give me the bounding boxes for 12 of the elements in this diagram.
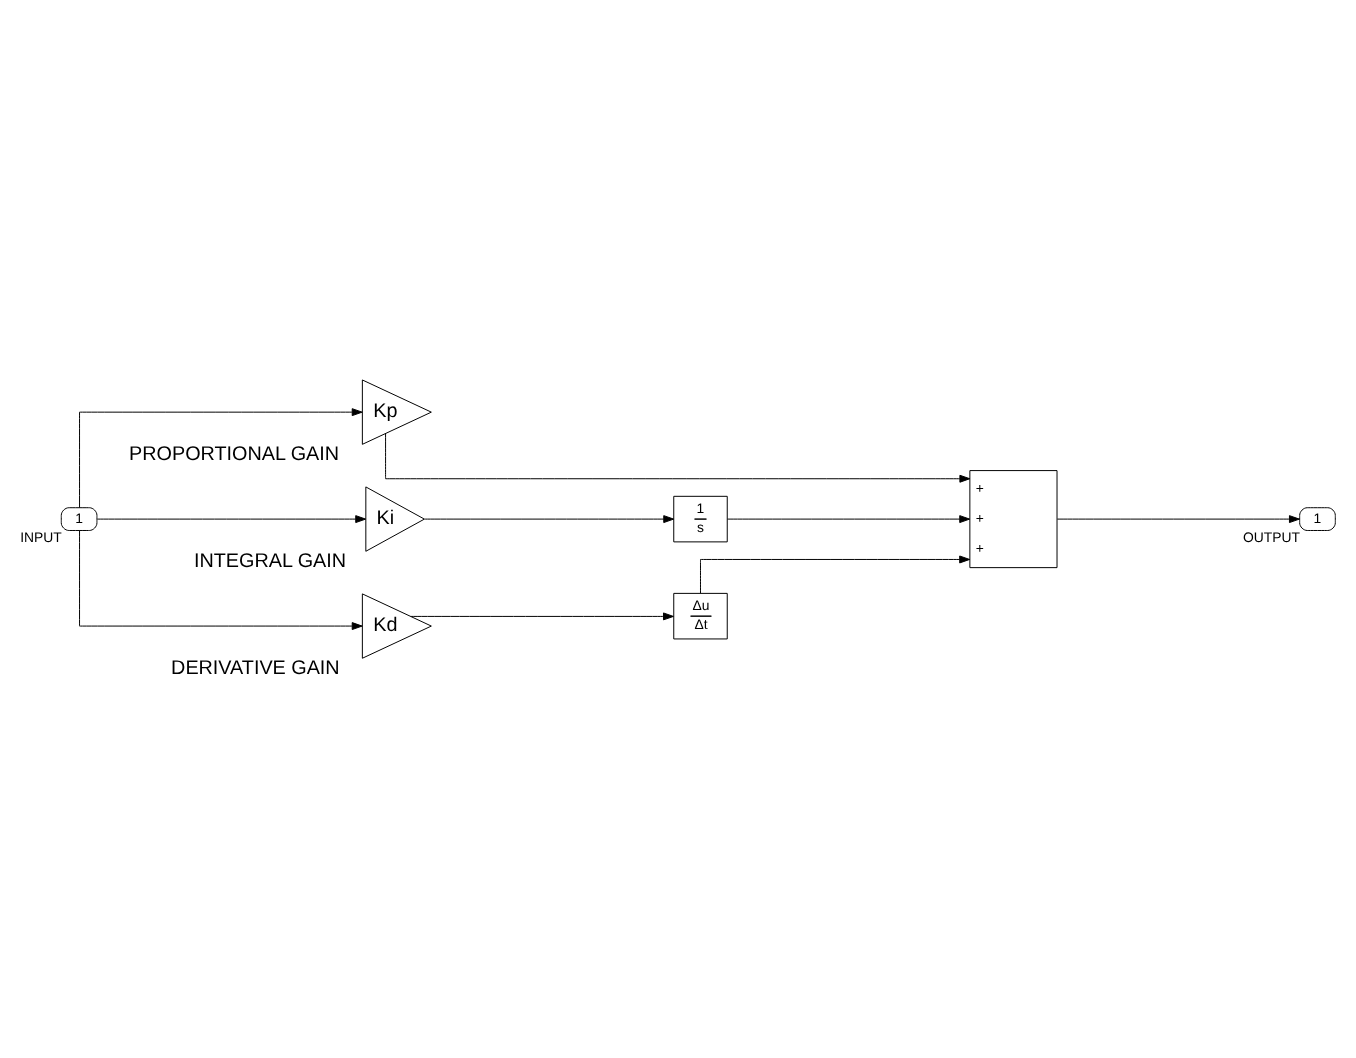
- node-label: INTEGRAL GAIN: [193, 550, 347, 573]
- arrow: [700, 554, 971, 593]
- arrow: [96, 514, 367, 523]
- arrow: [79, 529, 363, 630]
- arrow: [1056, 514, 1300, 523]
- arrow: [726, 514, 971, 523]
- arrow: [79, 407, 363, 508]
- arrow: [385, 432, 971, 482]
- node-label: DERIVATIVE GAIN: [171, 657, 340, 680]
- node-label: PROPORTIONAL GAIN: [129, 443, 340, 466]
- arrow: [424, 514, 675, 523]
- arrow: [410, 611, 674, 620]
